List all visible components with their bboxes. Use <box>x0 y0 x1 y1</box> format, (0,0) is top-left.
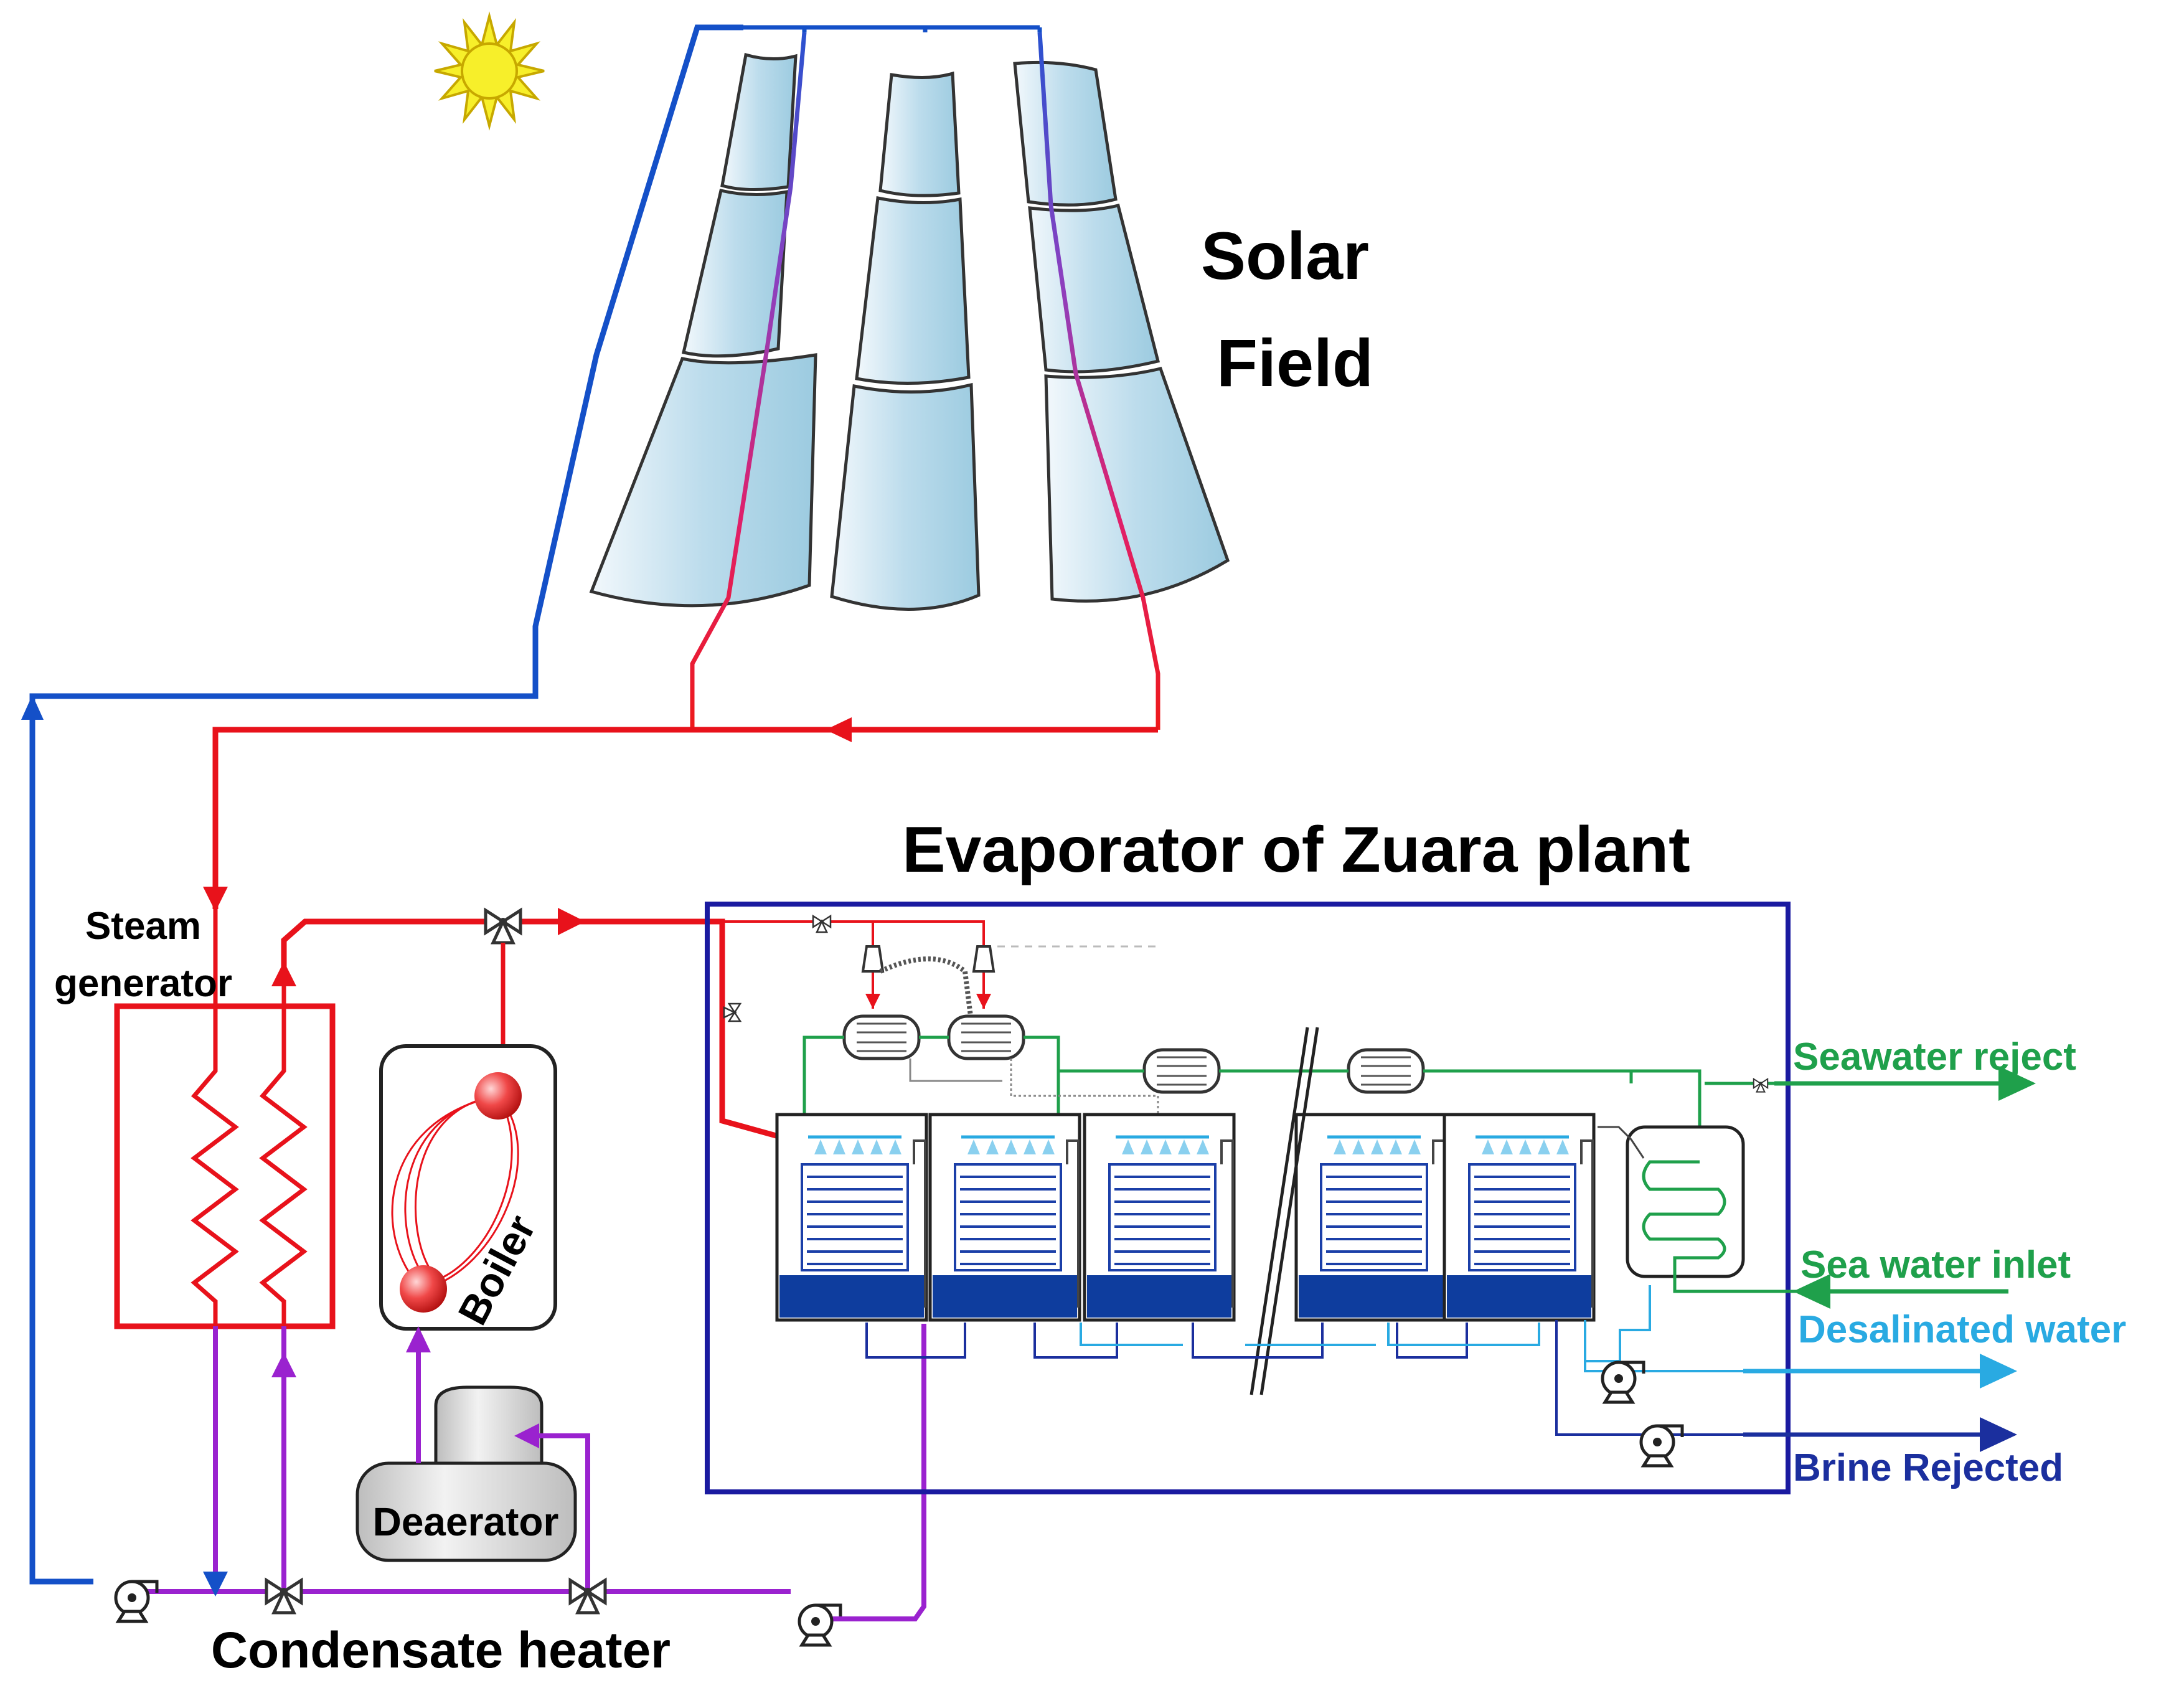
ejector-condenser-2 <box>949 1016 1024 1059</box>
deaerator-label: Deaerator <box>373 1499 559 1544</box>
evaporator-effect-3 <box>1085 1115 1234 1320</box>
arrow-icon <box>21 695 44 720</box>
arrow-icon <box>826 717 852 742</box>
ejector-condenser-1 <box>844 1016 919 1059</box>
arrow-icon <box>1980 1354 2017 1389</box>
cold-loop-pipe <box>29 24 743 1585</box>
steam-generator-label-line2: generator <box>54 962 232 1005</box>
steam-supply-pipe <box>281 918 804 1146</box>
steam-generator-label-line1: Steam <box>85 905 201 948</box>
boiler: Boiler <box>379 1044 557 1332</box>
desalinated-water-label: Desalinated water <box>1798 1308 2126 1351</box>
mirror-column-left <box>589 52 817 608</box>
three-way-valve-icon <box>486 910 520 943</box>
pump-icon <box>116 1582 157 1621</box>
evaporator-effect-n-1 <box>1296 1115 1446 1320</box>
solar-field: Solar Field <box>434 11 1373 730</box>
evaporator-plant: Evaporator of Zuara plant <box>705 814 1824 1494</box>
arrow-icon <box>406 1326 431 1352</box>
valve-icon <box>723 1002 741 1022</box>
valve-icon <box>812 915 832 933</box>
condensate-heater-label: Condensate heater <box>211 1622 671 1679</box>
valve-icon <box>1753 1078 1769 1093</box>
pump-icon <box>799 1605 840 1645</box>
receiver-tubes <box>690 32 1160 730</box>
solar-field-title-line2: Field <box>1217 325 1373 400</box>
arrow-icon <box>514 1423 539 1448</box>
arrow-icon <box>1793 1274 1830 1309</box>
feed-preheater-2 <box>1349 1050 1423 1092</box>
arrow-icon <box>1980 1417 2017 1452</box>
outlet-streams: Seawater reject Sea water inlet Desalina… <box>1743 1035 2126 1489</box>
arrow-icon <box>271 961 296 986</box>
condensate-pipes <box>131 1324 926 1621</box>
evaporator-effect-2 <box>930 1115 1080 1320</box>
mirror-column-center <box>830 71 981 611</box>
sun-icon <box>434 11 545 131</box>
brine-rejected-label: Brine Rejected <box>1793 1446 2063 1489</box>
arrow-icon <box>271 1352 296 1377</box>
seawater-reject-label: Seawater reject <box>1793 1035 2076 1078</box>
arrow-icon <box>558 908 585 935</box>
arrow-icon <box>203 1572 228 1596</box>
deaerator: Deaerator <box>355 1385 577 1562</box>
evaporator-title: Evaporator of Zuara plant <box>902 814 1690 886</box>
feed-preheater-1 <box>1144 1050 1219 1092</box>
sea-water-inlet-label: Sea water inlet <box>1800 1243 2071 1286</box>
pump-icon <box>1603 1362 1644 1402</box>
steam-generator: Steam generator <box>54 905 336 1329</box>
arrow-icon <box>1998 1066 2036 1101</box>
evaporator-effect-1 <box>777 1115 926 1320</box>
solar-field-title-line1: Solar <box>1201 218 1369 293</box>
arrow-icon <box>203 887 228 912</box>
pump-icon <box>1641 1426 1682 1466</box>
evaporator-effect-n <box>1444 1115 1594 1320</box>
